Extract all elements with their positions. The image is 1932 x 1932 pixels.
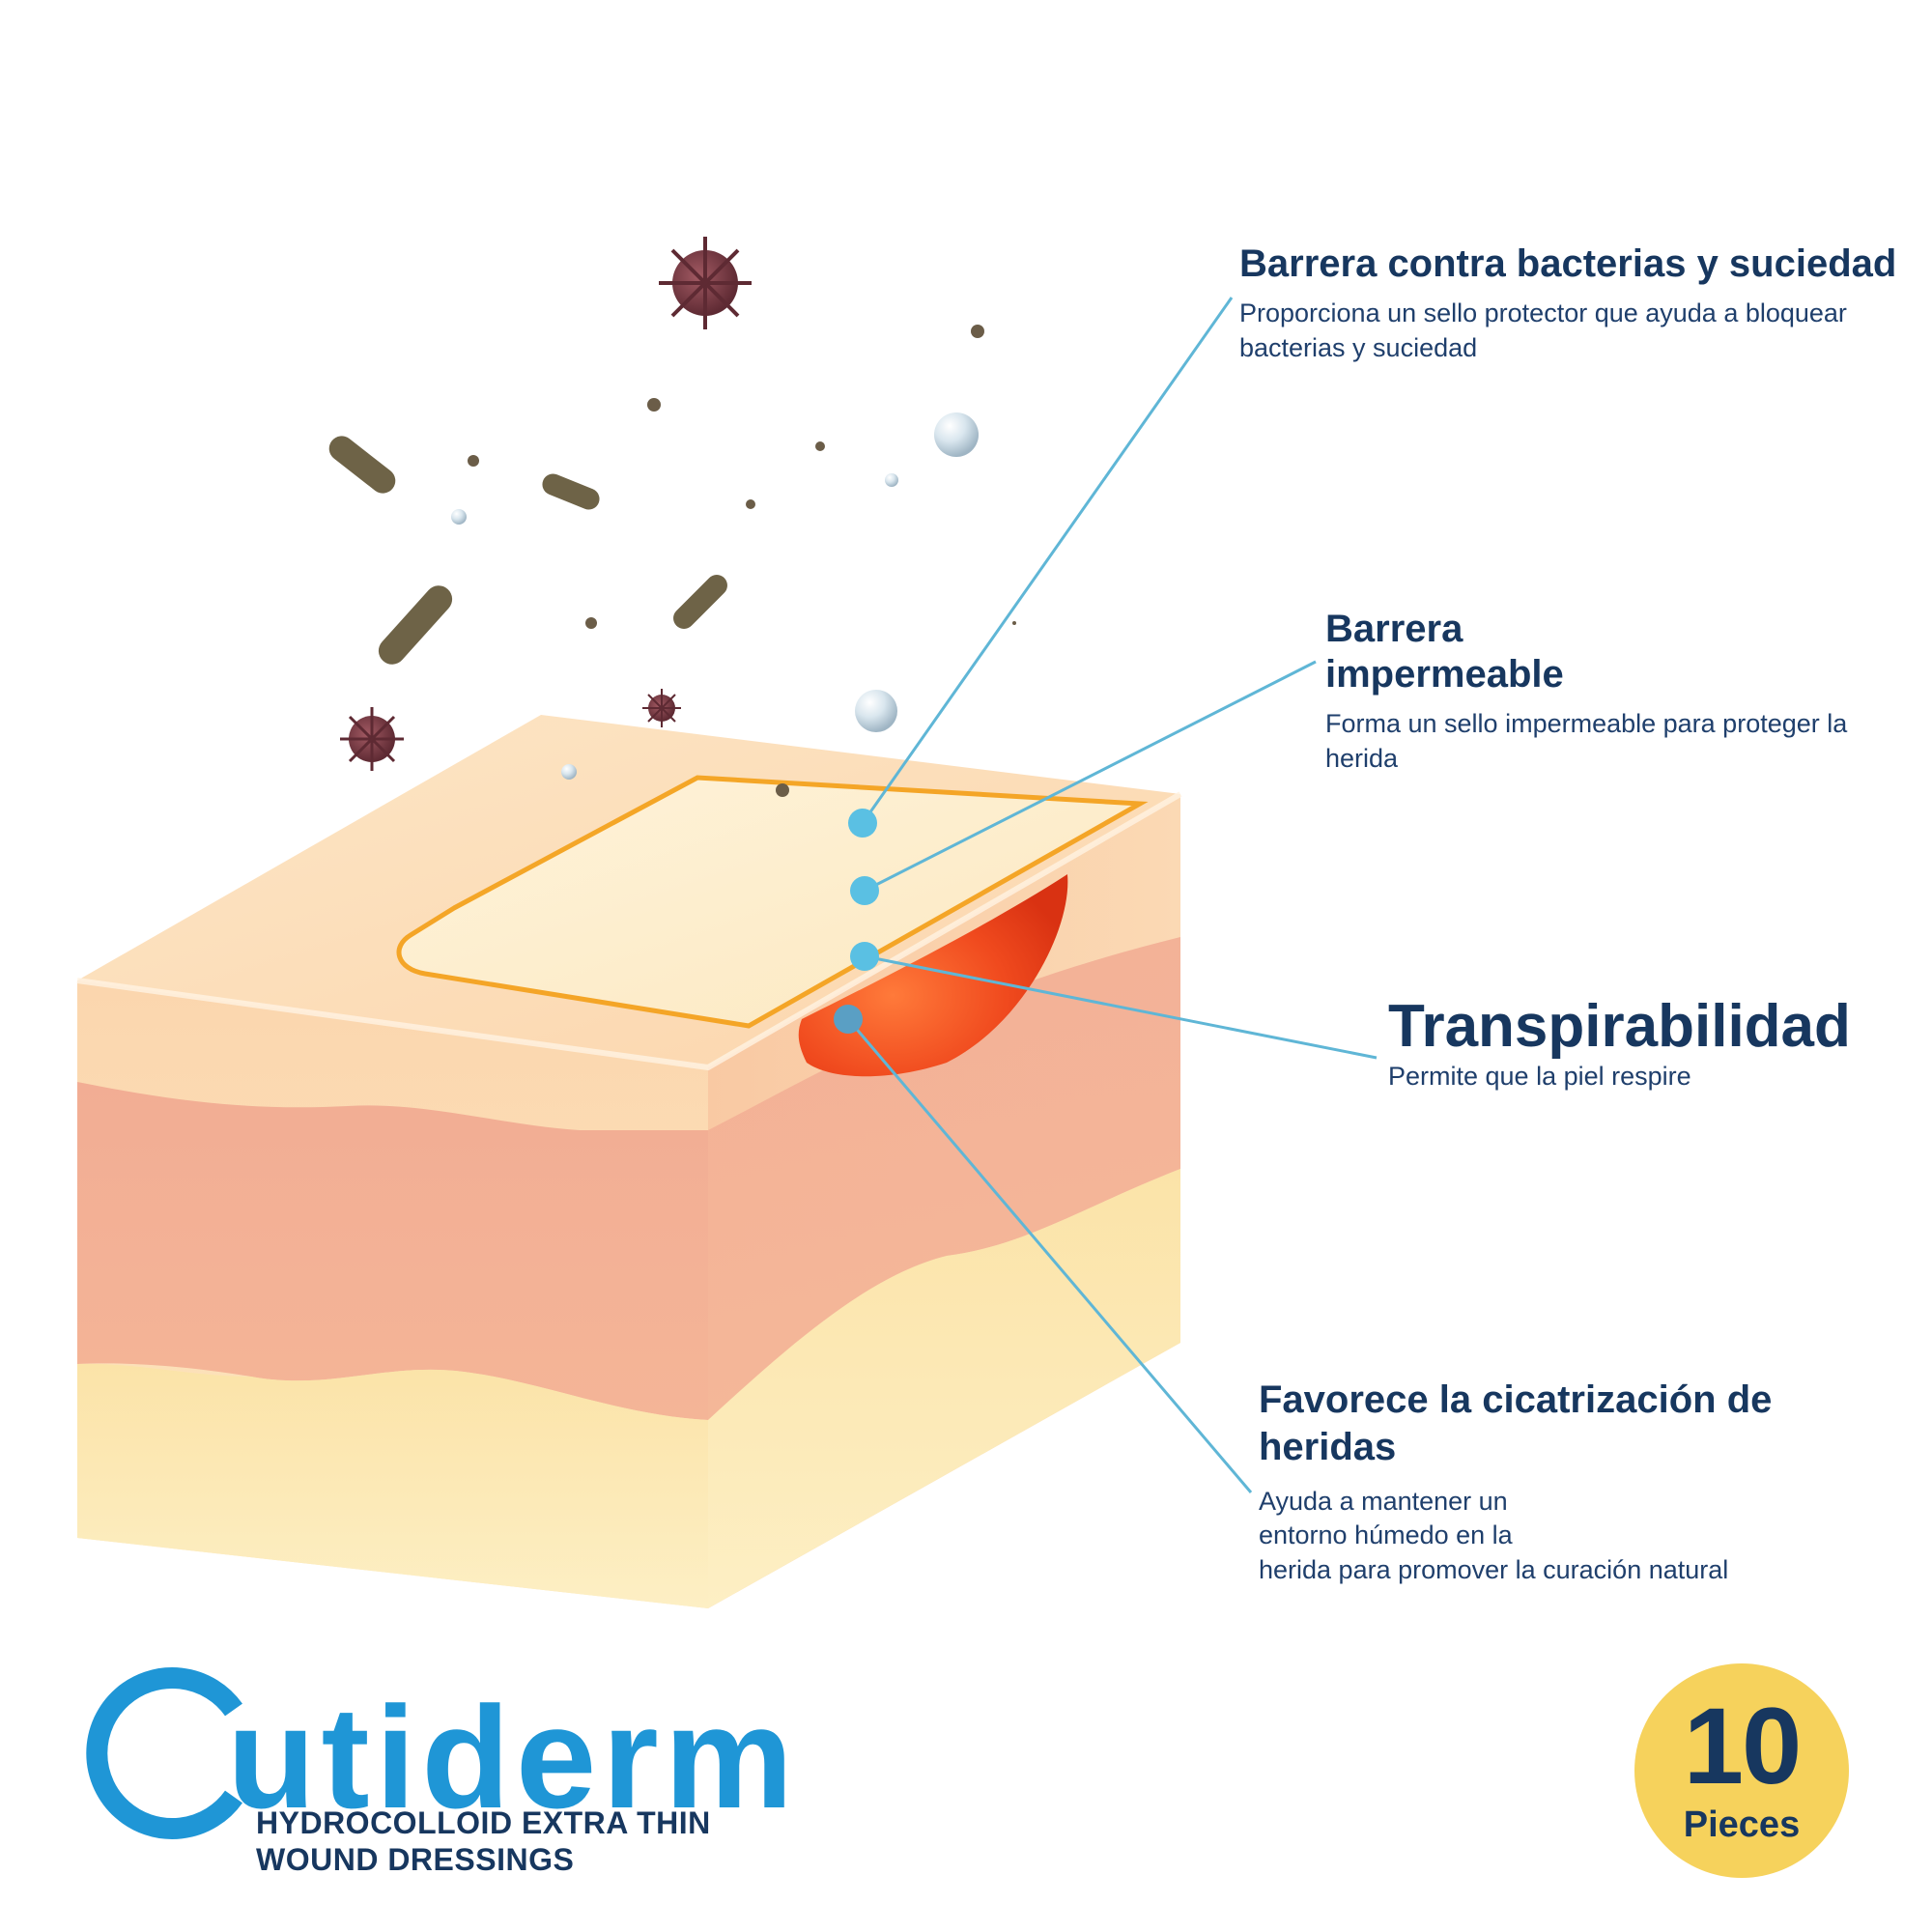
pointer-line-2 <box>864 660 1317 893</box>
feature-title-line: Barrera <box>1325 608 1463 650</box>
dermis-layer-side <box>708 937 1180 1420</box>
callout-pointers <box>846 297 1378 1493</box>
brand-subtitle-line: HYDROCOLLOID EXTRA THIN <box>256 1805 711 1840</box>
pointer-line-4 <box>846 1018 1253 1493</box>
feature-title: Barrera impermeable <box>1325 607 1905 697</box>
feature-description-line: Forma un sello impermeable para proteger… <box>1325 709 1848 739</box>
brand-wordmark: utiderm <box>227 1676 800 1838</box>
hydrocolloid-dressing <box>396 775 1149 1029</box>
dermis-layer-front <box>77 1082 708 1420</box>
feature-description-line: herida <box>1325 744 1399 773</box>
brand-subtitle: HYDROCOLLOID EXTRA THIN WOUND DRESSINGS <box>256 1804 711 1879</box>
feature-title: Favorece la cicatrización de heridas <box>1259 1377 1858 1471</box>
pointer-dot-4 <box>834 1005 863 1034</box>
pointer-dot-1 <box>848 809 877 838</box>
brand-c-icon <box>86 1667 242 1839</box>
brand-subtitle-line: WOUND DRESSINGS <box>256 1842 575 1878</box>
pointer-line-1 <box>861 297 1234 824</box>
bacteria-and-dirt-particles <box>328 237 1016 797</box>
feature-breathability: Transpirabilidad Permite que la piel res… <box>1388 995 1910 1094</box>
fat-layer-side <box>708 1169 1180 1608</box>
fat-layer-front <box>77 1363 708 1608</box>
virus-icon <box>642 689 681 727</box>
piece-count-badge: 10 Pieces <box>1634 1663 1849 1878</box>
virus-icon <box>659 237 752 329</box>
dirt-speck-icon <box>468 325 1016 797</box>
feature-wound-healing: Favorece la cicatrización de heridas Ayu… <box>1259 1377 1858 1587</box>
piece-count: 10 <box>1683 1686 1803 1806</box>
bacteria-rod-icon <box>328 436 727 665</box>
feature-description: Proporciona un sello protector que ayuda… <box>1239 297 1916 365</box>
feature-title-line: Favorece la cicatrización de <box>1259 1378 1773 1421</box>
brand-logo: utiderm HYDROCOLLOID EXTRA THIN WOUND DR… <box>77 1662 793 1893</box>
callout-dots <box>834 809 879 1034</box>
feature-title-line: impermeable <box>1325 653 1564 696</box>
feature-description-line: Proporciona un sello protector que ayuda… <box>1239 298 1847 328</box>
feature-description: Forma un sello impermeable para proteger… <box>1325 707 1905 776</box>
feature-description-line: bacterias y suciedad <box>1239 332 1478 362</box>
feature-bacteria-barrier: Barrera contra bacterias y suciedad Prop… <box>1239 242 1916 365</box>
pointer-line-3 <box>864 954 1378 1060</box>
feature-description: Ayuda a mantener un entorno húmedo en la… <box>1259 1485 1800 1588</box>
feature-description-line: entorno húmedo en la <box>1259 1520 1513 1550</box>
feature-description-line: Permite que la piel respire <box>1388 1062 1691 1092</box>
pointer-dot-3 <box>850 942 879 971</box>
feature-title: Barrera contra bacterias y suciedad <box>1239 242 1897 285</box>
feature-waterproof-barrier: Barrera impermeable Forma un sello imper… <box>1325 607 1905 777</box>
feature-description-line: Ayuda a mantener un <box>1259 1486 1508 1516</box>
pointer-dot-2 <box>850 876 879 905</box>
feature-title: Transpirabilidad <box>1388 993 1851 1060</box>
feature-title-line: heridas <box>1259 1425 1397 1468</box>
wound <box>798 874 1068 1077</box>
virus-icon <box>340 707 404 771</box>
feature-description: Permite que la piel respire <box>1388 1060 1910 1094</box>
feature-description-line: herida para promover la curación natural <box>1259 1554 1729 1584</box>
skin-block <box>76 715 1182 1608</box>
piece-label: Pieces <box>1683 1804 1801 1845</box>
water-droplet-icon <box>451 412 979 780</box>
skin-edge-highlight <box>76 791 1182 1071</box>
